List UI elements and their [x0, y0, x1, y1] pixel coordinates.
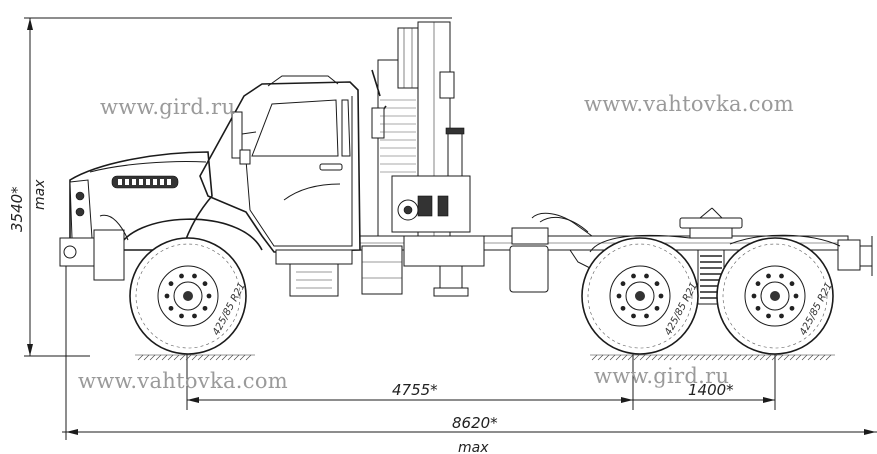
wheelbase-dimension-value: 4755* [392, 381, 438, 399]
overall-length-value: 8620* [452, 414, 498, 432]
hood-front [59, 151, 263, 281]
height-dimension-qualifier: max [32, 179, 48, 210]
watermark-top-right: www.vahtovka.com [584, 92, 795, 116]
watermark-top-left: www.gird.ru [100, 95, 236, 119]
wheel-front: 425/85 R21 [129, 237, 248, 355]
height-dimension-value: 3540* [8, 186, 26, 232]
watermark-bottom-left: www.vahtovka.com [78, 369, 289, 393]
watermark-bottom-right: www.gird.ru [594, 364, 730, 388]
cab [199, 75, 361, 297]
wheel-rear-1: 425/85 R21 [581, 237, 700, 355]
bogie-dimension-value: 1400* [688, 381, 734, 399]
overall-length-qualifier: max [458, 440, 489, 454]
ground-hatching [135, 354, 835, 361]
crane-assembly [371, 21, 485, 297]
wheel-rear-2: 425/85 R21 [716, 237, 835, 355]
